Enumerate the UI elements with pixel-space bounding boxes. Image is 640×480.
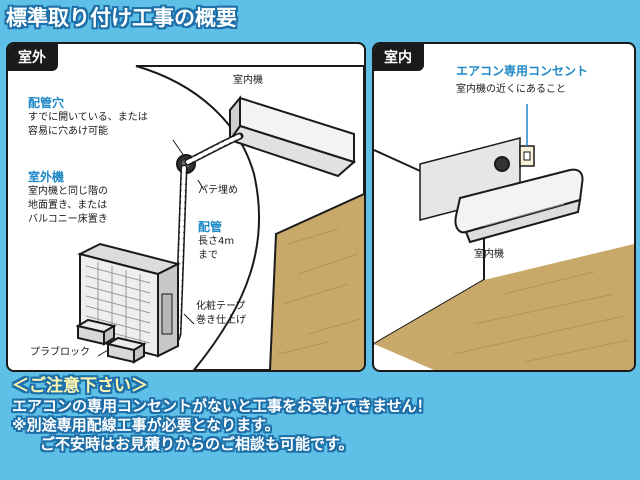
outdoor-illustration — [75, 65, 364, 370]
pipe-hole-heading: 配管穴 — [28, 96, 65, 110]
power-outlet-icon — [519, 145, 535, 167]
piping-heading: 配管 — [198, 220, 223, 234]
outdoor-unit-line2: 地面置き、または — [28, 200, 108, 211]
indoor-panel: 室内 エアコン専用コンセント — [372, 42, 636, 372]
piping-callout: 配管 長さ4m まで — [198, 220, 234, 263]
tape-callout: 化粧テープ 巻き仕上げ — [196, 300, 246, 328]
plastic-block-label: プラブロック — [30, 347, 90, 358]
outlet-callout: エアコン専用コンセント 室内機の近くにあること — [456, 64, 588, 97]
outdoor-unit-line1: 室内機と同じ階の — [28, 186, 108, 197]
pipe-hole-callout: 配管穴 すでに開いている、または 容易に穴あけ可能 — [28, 96, 148, 139]
notice-line3: ご不安時はお見積りからのご相談も可能です。 — [40, 435, 354, 453]
outlet-line1: 室内機の近くにあること — [456, 84, 566, 95]
pipe-hole-line1: すでに開いている、または — [28, 112, 148, 123]
notice-section: ＜ご注意下さい＞ エアコンの専用コンセントがないと工事をお受けできません！ ※別… — [12, 376, 632, 454]
putty-label: パテ埋め — [198, 185, 238, 196]
indoor-illustration — [374, 104, 634, 370]
notice-line1: エアコンの専用コンセントがないと工事をお受けできません！ — [12, 397, 432, 415]
indoor-floor — [374, 244, 634, 370]
piping-line1: 長さ4m — [198, 236, 235, 247]
indoor-unit-icon — [228, 95, 356, 178]
page-title: 標準取り付け工事の概要 — [6, 6, 237, 30]
outdoor-unit-heading: 室外機 — [28, 170, 65, 184]
outdoor-unit-callout: 室外機 室内機と同じ階の 地面置き、または バルコニー床置き — [28, 170, 108, 227]
outdoor-unit-line3: バルコニー床置き — [28, 214, 108, 225]
notice-line2: ※別途専用配線工事が必要となります。 — [12, 416, 280, 434]
outdoor-panel: 室外 — [6, 42, 366, 372]
indoor-tag: 室内 — [374, 44, 424, 71]
tape-line2: 巻き仕上げ — [196, 315, 246, 326]
notice-heading: ＜ご注意下さい＞ — [12, 376, 148, 396]
indoor-unit-icon-room — [454, 168, 584, 244]
outdoor-tag: 室外 — [8, 44, 58, 71]
pipe-hole-line2: 容易に穴あけ可能 — [28, 126, 108, 137]
piping-line2: まで — [198, 250, 218, 261]
outdoor-floor — [270, 194, 364, 370]
tape-line1: 化粧テープ — [196, 301, 246, 312]
outlet-heading: エアコン専用コンセント — [456, 64, 589, 78]
plastic-block-icon — [75, 318, 147, 364]
indoor-unit-room-label: 室内機 — [474, 249, 504, 260]
indoor-unit-label: 室内機 — [233, 75, 263, 86]
